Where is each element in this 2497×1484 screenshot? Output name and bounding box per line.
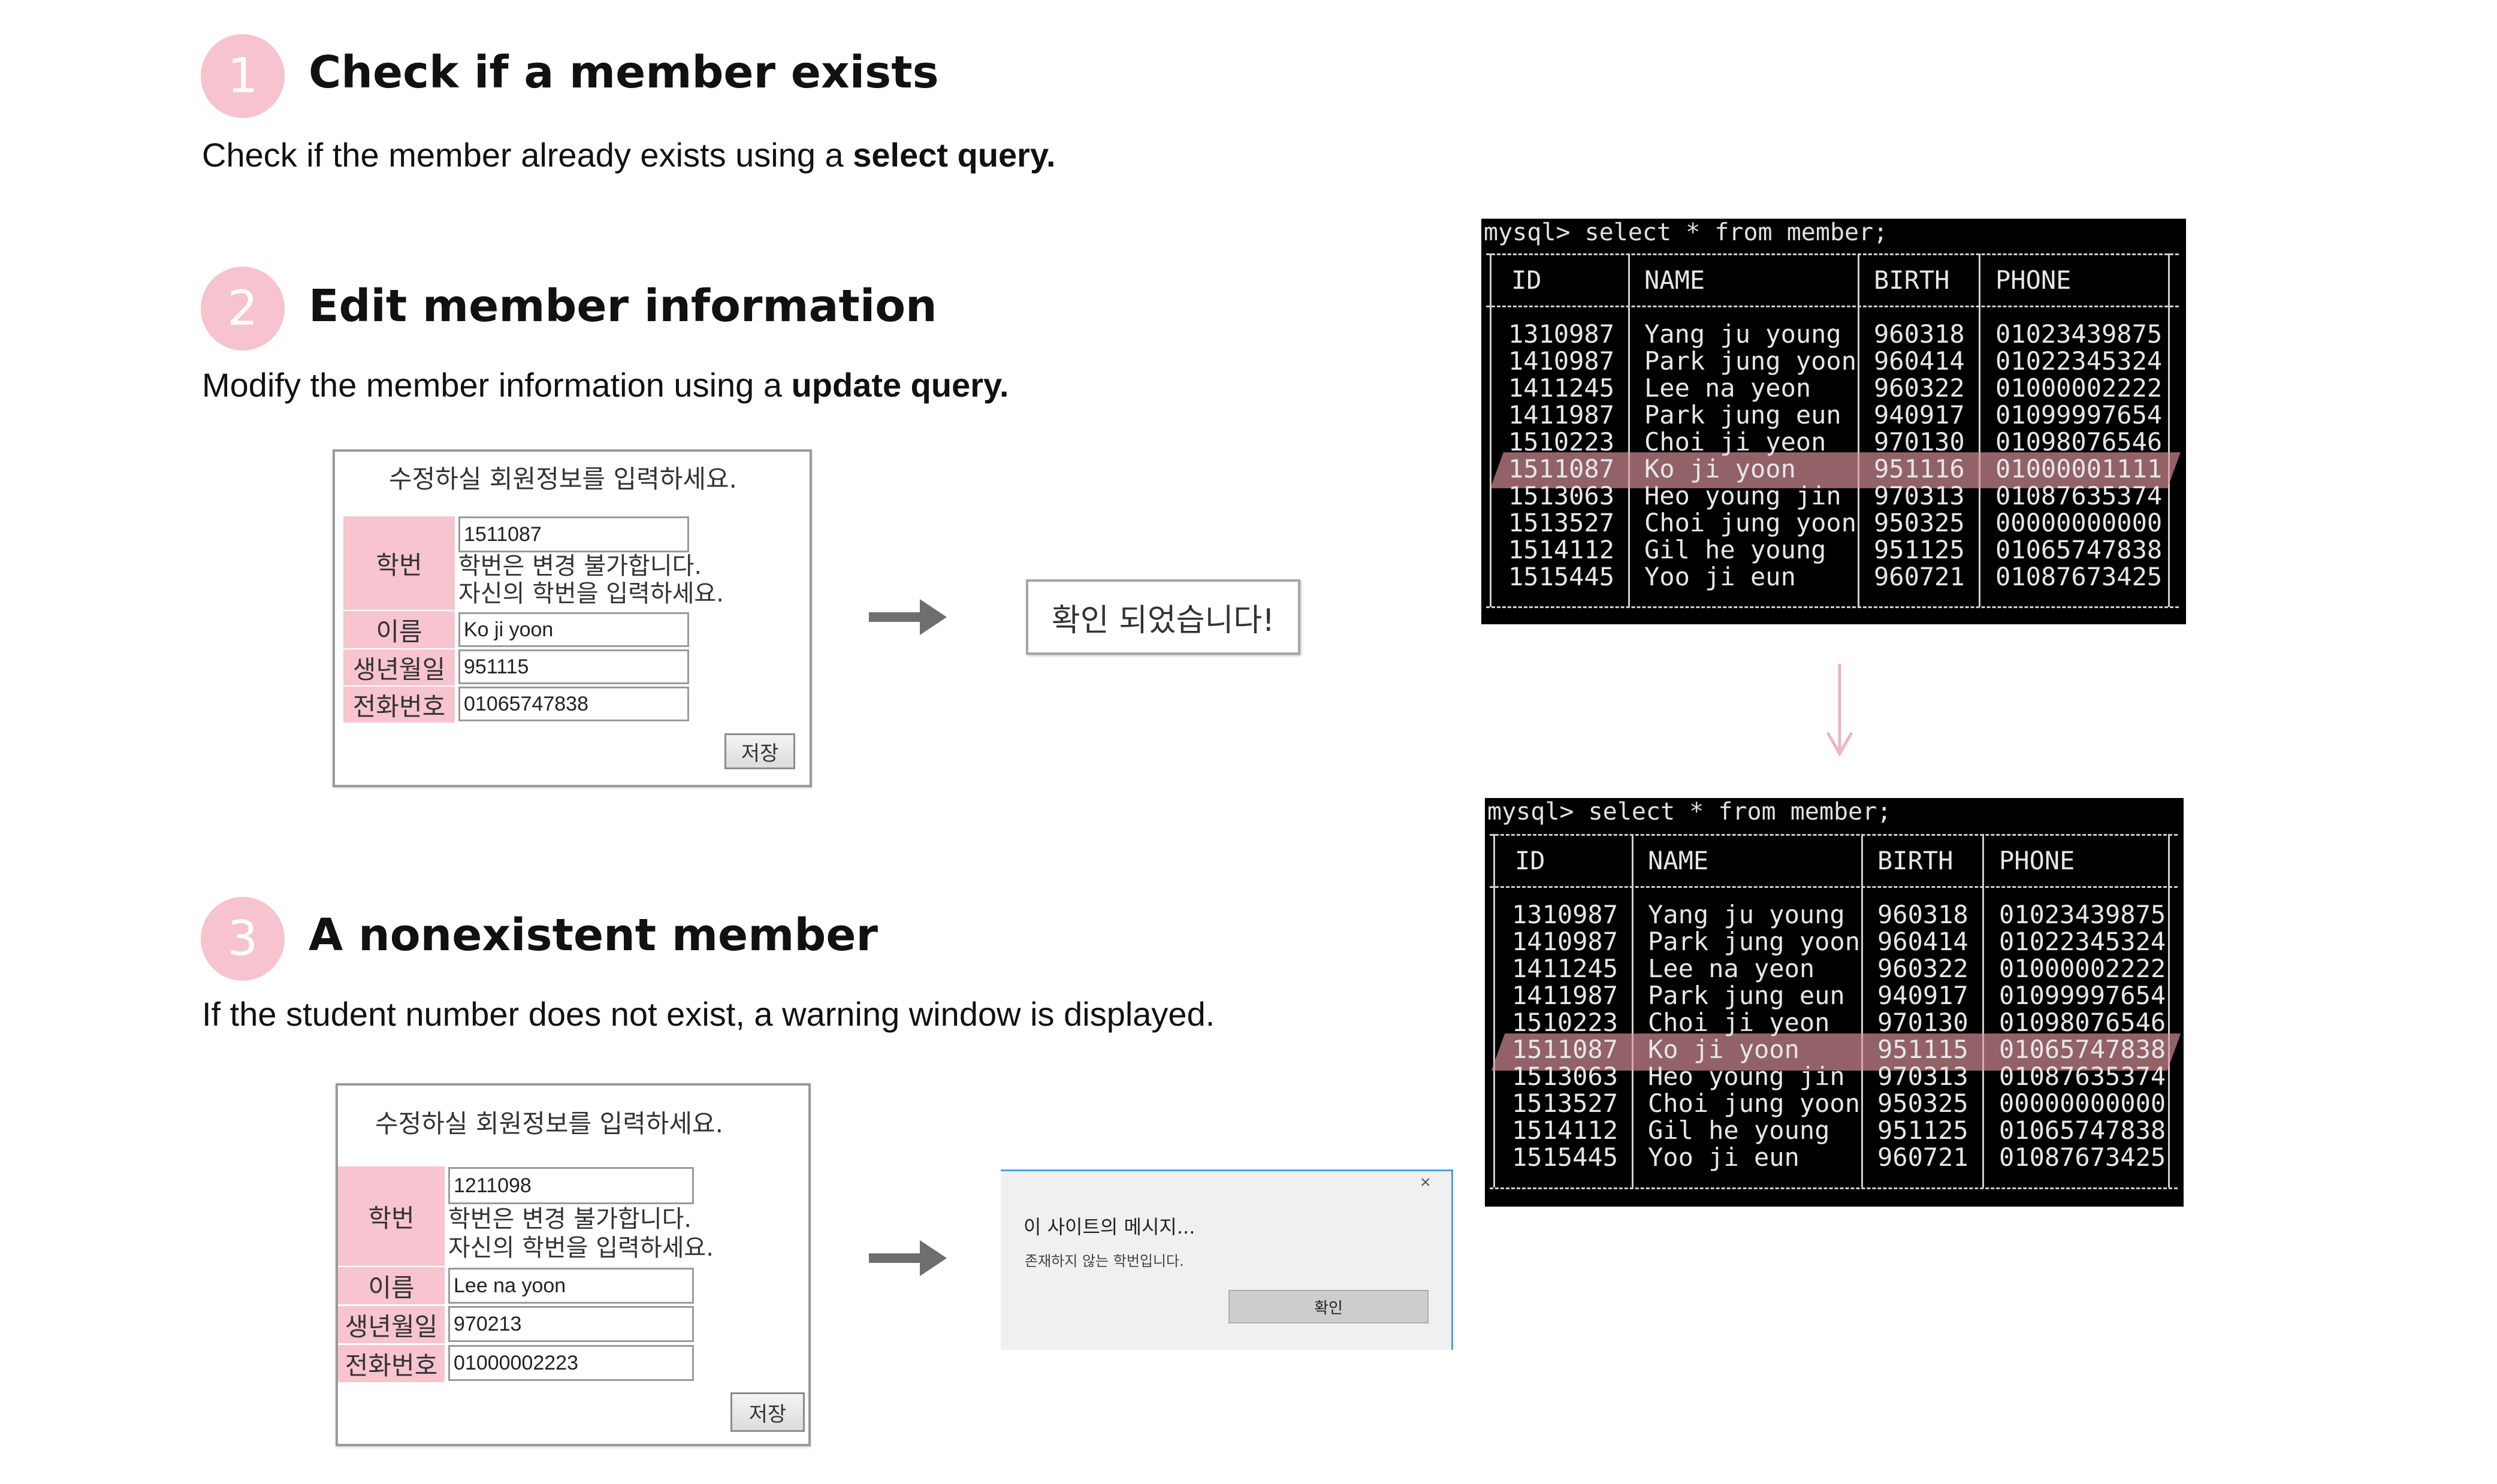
confirm-message-box: 확인 되었습니다! xyxy=(1026,579,1300,655)
header-phone: PHONE xyxy=(1999,846,2075,875)
student-id-note-2: 자신의 학번을 입력하세요. xyxy=(448,1234,714,1262)
header-id: ID xyxy=(1511,265,1542,295)
header-birth: BIRTH xyxy=(1874,265,1950,295)
student-id-input[interactable]: 1511087 xyxy=(458,516,689,552)
phone-label: 전화번호 xyxy=(338,1345,445,1382)
header-birth: BIRTH xyxy=(1877,846,1953,875)
col-divider xyxy=(1490,253,1491,607)
col-divider xyxy=(2168,253,2170,607)
name-input[interactable]: Lee na yoon xyxy=(448,1268,694,1304)
arrow-down-icon xyxy=(1826,664,1853,757)
arrow-right-icon xyxy=(869,1240,947,1276)
table-border-bottom xyxy=(1490,1187,2178,1189)
table-border-header xyxy=(1490,886,2178,888)
student-id-label: 학번 xyxy=(343,516,455,610)
edit-form-window-nonexistent: 수정하실 회원정보를 입력하세요. 학번 1211098 학번은 변경 불가합니… xyxy=(336,1083,811,1446)
step-1-desc-bold: select query. xyxy=(853,136,1056,174)
step-1-badge: 1 xyxy=(201,34,285,118)
edit-form-title: 수정하실 회원정보를 입력하세요. xyxy=(389,464,738,494)
mysql-command: mysql> select * from member; xyxy=(1487,798,1892,826)
col-divider xyxy=(1493,834,1495,1187)
phone-input[interactable]: 01065747838 xyxy=(458,687,689,721)
col-divider xyxy=(1632,834,1634,1187)
step-3-description: If the student number does not exist, a … xyxy=(202,995,1215,1033)
save-button[interactable]: 저장 xyxy=(724,733,795,769)
step-2-title: Edit member information xyxy=(309,280,937,332)
mysql-terminal-after: mysql> select * from member; ID NAME BIR… xyxy=(1485,798,2184,1207)
column-birth: 960318 960414 960322 940917 970130 95111… xyxy=(1877,900,1968,1172)
birth-label: 생년월일 xyxy=(338,1306,445,1343)
step-1-desc-text: Check if the member already exists using… xyxy=(202,136,853,174)
header-phone: PHONE xyxy=(1995,265,2072,295)
name-label: 이름 xyxy=(338,1267,445,1304)
name-label: 이름 xyxy=(343,611,455,648)
step-2-badge: 2 xyxy=(201,267,285,350)
step-2-desc-bold: update query. xyxy=(791,366,1009,404)
arrow-right-icon xyxy=(869,599,947,635)
column-id: 1310987 1410987 1411245 1411987 1510223 … xyxy=(1508,319,1615,591)
table-border-top xyxy=(1490,834,2178,836)
mysql-command: mysql> select * from member; xyxy=(1484,219,1888,246)
student-id-label: 학번 xyxy=(338,1166,445,1266)
step-3-desc-text: If the student number does not exist, a … xyxy=(202,995,1215,1033)
step-2-description: Modify the member information using a up… xyxy=(202,365,1009,404)
table-border-top xyxy=(1486,253,2179,255)
edit-form-window: 수정하실 회원정보를 입력하세요. 학번 1511087 학번은 변경 불가합니… xyxy=(333,449,812,787)
col-divider xyxy=(1858,253,1859,607)
step-1-description: Check if the member already exists using… xyxy=(202,135,1056,174)
step-3-badge: 3 xyxy=(201,897,285,981)
save-button[interactable]: 저장 xyxy=(730,1392,805,1432)
header-name: NAME xyxy=(1648,846,1709,875)
col-divider xyxy=(1979,253,1980,607)
step-3-title: A nonexistent member xyxy=(309,909,878,961)
close-icon[interactable]: × xyxy=(1420,1172,1431,1192)
column-phone: 01023439875 01022345324 01000002222 0109… xyxy=(1999,900,2166,1172)
student-id-note-1: 학번은 변경 불가합니다. xyxy=(448,1205,692,1233)
student-id-input[interactable]: 1211098 xyxy=(448,1167,694,1204)
header-name: NAME xyxy=(1644,265,1705,295)
alert-ok-button[interactable]: 확인 xyxy=(1228,1290,1429,1323)
birth-label: 생년월일 xyxy=(343,649,455,685)
table-border-bottom xyxy=(1486,606,2179,608)
alert-dialog: × 이 사이트의 메시지... 존재하지 않는 학번입니다. 확인 xyxy=(1001,1169,1453,1350)
alert-message: 존재하지 않는 학번입니다. xyxy=(1025,1253,1184,1270)
student-id-note-2: 자신의 학번을 입력하세요. xyxy=(458,580,724,607)
student-id-note-1: 학번은 변경 불가합니다. xyxy=(458,552,702,580)
mysql-terminal-before: mysql> select * from member; ID NAME BIR… xyxy=(1481,219,2186,624)
step-2-desc-text: Modify the member information using a xyxy=(202,366,792,404)
column-name: Yang ju young Park jung yoon Lee na yeon… xyxy=(1648,900,1861,1172)
birth-input[interactable]: 970213 xyxy=(448,1306,694,1342)
col-divider xyxy=(1628,253,1630,607)
birth-input[interactable]: 951115 xyxy=(458,649,689,684)
table-border-header xyxy=(1486,306,2179,307)
phone-label: 전화번호 xyxy=(343,687,455,723)
column-birth: 960318 960414 960322 940917 970130 95111… xyxy=(1874,319,1965,591)
name-input[interactable]: Ko ji yoon xyxy=(458,612,689,647)
phone-input[interactable]: 01000002223 xyxy=(448,1345,694,1381)
col-divider xyxy=(2168,834,2170,1187)
column-phone: 01023439875 01022345324 01000002222 0109… xyxy=(1995,319,2163,591)
col-divider xyxy=(1861,834,1863,1187)
edit-form-title: 수정하실 회원정보를 입력하세요. xyxy=(375,1109,724,1138)
column-name: Yang ju young Park jung yoon Lee na yeon… xyxy=(1644,319,1857,591)
alert-title: 이 사이트의 메시지... xyxy=(1023,1216,1195,1238)
column-id: 1310987 1410987 1411245 1411987 1510223 … xyxy=(1512,900,1619,1172)
header-id: ID xyxy=(1515,846,1545,875)
step-1-title: Check if a member exists xyxy=(309,47,939,98)
col-divider xyxy=(1982,834,1984,1187)
